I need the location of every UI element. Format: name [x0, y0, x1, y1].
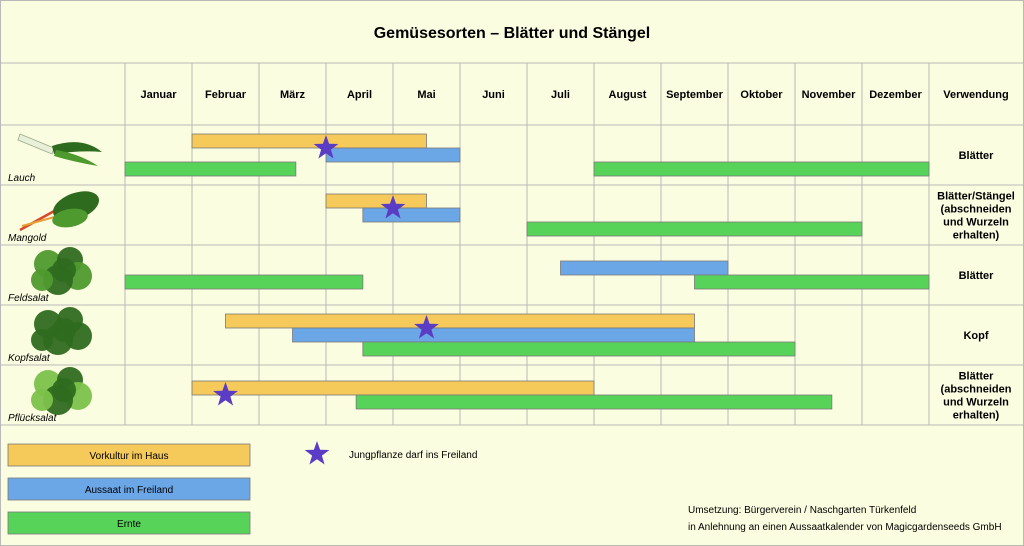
vegetable-row: Lauch Blätter: [8, 133, 995, 184]
legend-swatch: [7, 511, 251, 535]
use-text: und Wurzeln: [943, 397, 1009, 409]
leaf-lettuce-icon: [31, 367, 92, 415]
bar-vorkultur: [191, 380, 595, 396]
use-text: Kopf: [963, 330, 988, 342]
bar-vorkultur: [325, 193, 427, 209]
month-label: März: [280, 89, 306, 101]
month-label: August: [609, 89, 647, 101]
leek-leaf: [54, 150, 98, 166]
chard-leaf: [52, 208, 88, 228]
use-text: (abschneiden: [941, 384, 1012, 396]
bar-ernte: [355, 394, 833, 410]
leek-leaf: [52, 142, 102, 154]
lettuce-leaf: [31, 329, 53, 351]
bar-aussaat: [560, 260, 729, 276]
credit-text: Umsetzung: Bürgerverein / Naschgarten Tü…: [688, 505, 916, 516]
bar-ernte: [694, 274, 930, 290]
bar-vorkultur: [225, 313, 695, 329]
bar-ernte: [526, 221, 863, 237]
bar-ernte: [124, 274, 364, 290]
bar-ernte: [124, 161, 297, 177]
lettuce-leaf: [52, 318, 76, 342]
chart-title: Gemüsesorten – Blätter und Stängel: [374, 25, 651, 42]
lambs-lettuce-icon: [31, 247, 92, 295]
bar-aussaat: [325, 147, 461, 163]
use-column-header: Verwendung: [943, 89, 1008, 101]
legend-label: Aussaat im Freiland: [85, 485, 173, 496]
star-icon: [304, 441, 330, 465]
credit-text: in Anlehnung an einen Aussaatkalender vo…: [688, 522, 1002, 533]
month-label: November: [802, 89, 857, 101]
bar-vorkultur: [191, 133, 427, 149]
leek-icon: [17, 133, 102, 166]
vegetable-row: Feldsalat Blätter: [8, 247, 994, 304]
legend-label: Ernte: [117, 519, 141, 530]
lettuce-leaf: [52, 258, 76, 282]
use-text: erhalten): [953, 410, 1000, 422]
bar-ernte: [593, 161, 930, 177]
vegetable-name: Lauch: [8, 173, 36, 184]
vegetable-row: Kopfsalat Kopf: [8, 307, 989, 364]
month-label: Juni: [482, 89, 505, 101]
legend-swatch: [7, 477, 251, 501]
star-marker: [213, 382, 238, 406]
star-marker: [313, 135, 339, 159]
chard-stem: [19, 208, 57, 232]
use-text: und Wurzeln: [943, 217, 1009, 229]
month-label: Oktober: [740, 89, 783, 101]
star-marker: [414, 315, 439, 339]
vegetable-name: Feldsalat: [8, 293, 50, 304]
lettuce-leaf: [31, 269, 53, 291]
bar-ernte: [362, 341, 796, 357]
legend-label: Jungpflanze darf ins Freiland: [349, 450, 477, 461]
month-label: Februar: [205, 89, 247, 101]
vegetable-name: Kopfsalat: [8, 353, 51, 364]
leek-stem: [17, 133, 55, 155]
legend-label: Vorkultur im Haus: [90, 451, 169, 462]
month-label: September: [666, 89, 724, 101]
use-text: Blätter/Stängel: [937, 191, 1015, 203]
lettuce-leaf: [52, 378, 76, 402]
bar-aussaat: [362, 207, 461, 223]
use-text: Blätter: [959, 371, 995, 383]
lettuce-icon: [31, 307, 92, 355]
month-label: April: [347, 89, 372, 101]
legend-swatch: [7, 443, 251, 467]
chard-stem: [21, 215, 59, 227]
chard-icon: [19, 191, 99, 232]
month-label: Januar: [140, 89, 177, 101]
use-text: erhalten): [953, 230, 1000, 242]
month-label: Mai: [417, 89, 435, 101]
lettuce-leaf: [31, 389, 53, 411]
use-text: (abschneiden: [941, 204, 1012, 216]
month-label: Juli: [551, 89, 570, 101]
vegetable-name: Pflücksalat: [8, 413, 58, 424]
bar-aussaat: [292, 327, 695, 343]
use-text: Blätter: [959, 150, 995, 162]
star-marker: [380, 195, 406, 219]
vegetable-name: Mangold: [8, 233, 47, 244]
month-label: Dezember: [869, 89, 922, 101]
use-text: Blätter: [959, 270, 995, 282]
